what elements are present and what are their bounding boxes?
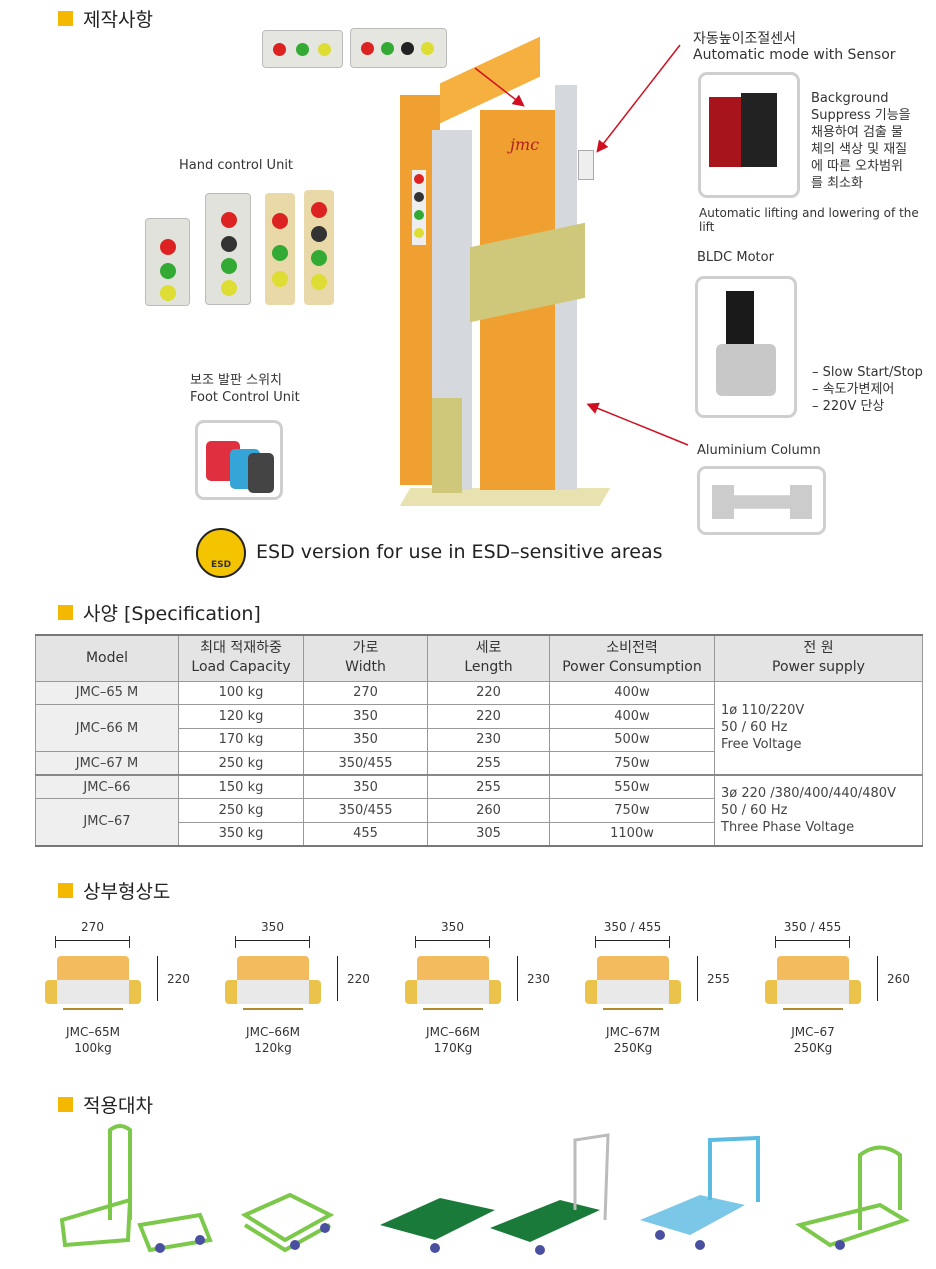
column-body <box>777 980 849 1004</box>
section-title-topview: 상부형상도 <box>58 877 170 904</box>
platform-top <box>777 956 849 980</box>
column-body <box>597 980 669 1004</box>
width-label: 350 / 455 <box>783 920 842 934</box>
hand-control-label: Hand control Unit <box>179 158 294 173</box>
width-arrow <box>775 936 850 948</box>
width-arrow <box>595 936 670 948</box>
section-title-text: 제작사항 <box>83 9 153 31</box>
foot-control-label-en: Foot Control Unit <box>190 390 300 405</box>
height-arrow <box>877 956 878 1001</box>
foot-control-label-ko: 보조 발판 스위치 <box>190 373 282 388</box>
applicable-carts-image <box>59 1124 910 1255</box>
base-line <box>243 1008 303 1010</box>
base-line <box>603 1008 663 1010</box>
height-label: 255 <box>707 972 730 986</box>
height-arrow <box>337 956 338 1001</box>
bullet-icon <box>58 11 73 26</box>
column-body <box>57 980 129 1004</box>
height-arrow <box>697 956 698 1001</box>
esd-icon: ESD <box>196 528 246 578</box>
sensor-image <box>698 72 800 198</box>
callout-arrows <box>474 44 689 446</box>
jmc-logo: jmc <box>510 135 540 154</box>
height-label: 230 <box>527 972 550 986</box>
bullet-icon <box>58 1097 73 1112</box>
width-arrow <box>415 936 490 948</box>
section-title-production: 제작사항 <box>58 5 153 32</box>
column-body <box>237 980 309 1004</box>
width-label: 350 <box>441 920 464 934</box>
section-title-spec: 사양 [Specification] <box>58 599 261 626</box>
column-body <box>417 980 489 1004</box>
bullet-icon <box>58 883 73 898</box>
base-line <box>423 1008 483 1010</box>
platform-top <box>417 956 489 980</box>
height-arrow <box>157 956 158 1001</box>
sensor-title-ko: 자동높이조절센서 <box>693 31 797 47</box>
motor-features: – Slow Start/Stop– 속도가변제어– 220V 단상 <box>812 365 923 414</box>
height-label: 260 <box>887 972 910 986</box>
width-label: 350 / 455 <box>603 920 662 934</box>
width-label: 350 <box>261 920 284 934</box>
motor-image <box>695 276 797 418</box>
esd-text: ESD version for use in ESD–sensitive are… <box>256 541 663 563</box>
base-line <box>783 1008 843 1010</box>
platform-top <box>597 956 669 980</box>
bullet-icon <box>58 605 73 620</box>
column-title: Aluminium Column <box>697 443 821 458</box>
sensor-caption: Automatic lifting and lowering of the li… <box>699 206 919 234</box>
motor-title: BLDC Motor <box>697 250 774 265</box>
foot-control-image <box>195 420 283 500</box>
platform-top <box>237 956 309 980</box>
platform-top <box>57 956 129 980</box>
aluminium-column-image <box>697 466 826 535</box>
height-label: 220 <box>347 972 370 986</box>
width-arrow <box>55 936 130 948</box>
height-label: 220 <box>167 972 190 986</box>
base-line <box>63 1008 123 1010</box>
width-label: 270 <box>81 920 104 934</box>
button-box-image <box>262 30 343 68</box>
height-arrow <box>517 956 518 1001</box>
section-title-carts: 적용대차 <box>58 1091 153 1118</box>
width-arrow <box>235 936 310 948</box>
button-box-image <box>350 28 447 68</box>
sensor-title-en: Automatic mode with Sensor <box>693 47 896 63</box>
